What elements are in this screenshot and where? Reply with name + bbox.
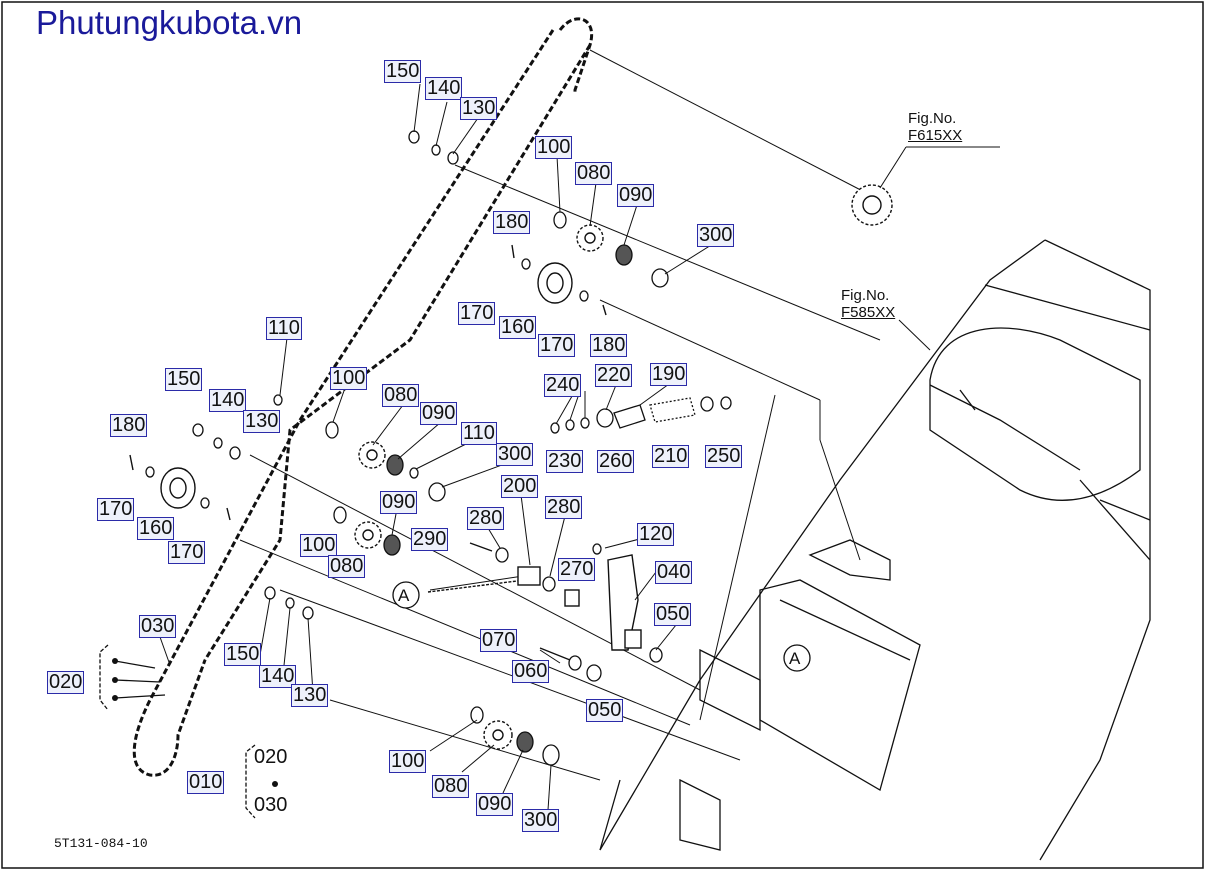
part-callout-190[interactable]: 190 bbox=[650, 363, 688, 386]
drawing-number: 5T131-084-10 bbox=[54, 836, 148, 851]
sprockets bbox=[354, 184, 893, 750]
figure-reference-f585xx[interactable]: Fig.No. F585XX bbox=[841, 287, 895, 321]
part-callout-180[interactable]: 180 bbox=[493, 211, 531, 234]
figure-label: Fig.No. bbox=[841, 287, 890, 304]
shaft-center-lines bbox=[239, 49, 881, 781]
part-callout-150[interactable]: 150 bbox=[165, 368, 203, 391]
figure-number: F585XX bbox=[841, 304, 896, 321]
part-callout-230[interactable]: 230 bbox=[546, 450, 584, 473]
part-callout-090[interactable]: 090 bbox=[380, 491, 418, 514]
part-callout-110[interactable]: 110 bbox=[266, 317, 302, 340]
diagram-border bbox=[1, 1, 1204, 869]
part-callout-040[interactable]: 040 bbox=[655, 561, 693, 584]
part-callout-140[interactable]: 140 bbox=[209, 389, 247, 412]
part-callout-300[interactable]: 300 bbox=[522, 809, 560, 832]
part-callout-170[interactable]: 170 bbox=[97, 498, 135, 521]
part-callout-010[interactable]: 010 bbox=[187, 771, 225, 794]
spring-and-collar bbox=[613, 397, 696, 429]
part-callout-280[interactable]: 280 bbox=[545, 496, 583, 519]
part-callout-090[interactable]: 090 bbox=[476, 793, 514, 816]
part-callout-100[interactable]: 100 bbox=[389, 750, 427, 773]
part-callout-150[interactable]: 150 bbox=[384, 60, 422, 83]
part-callout-100[interactable]: 100 bbox=[330, 367, 368, 390]
part-callout-100[interactable]: 100 bbox=[535, 136, 573, 159]
kit-member-020: 020 bbox=[254, 746, 288, 768]
part-callout-180[interactable]: 180 bbox=[110, 414, 148, 437]
site-watermark: Phutungkubota.vn bbox=[36, 4, 303, 41]
part-callout-090[interactable]: 090 bbox=[617, 184, 655, 207]
part-callout-030[interactable]: 030 bbox=[139, 615, 177, 638]
part-callout-100[interactable]: 100 bbox=[300, 534, 338, 557]
part-callout-300[interactable]: 300 bbox=[697, 224, 735, 247]
part-callout-080[interactable]: 080 bbox=[575, 162, 613, 185]
part-callout-020[interactable]: 020 bbox=[47, 671, 85, 694]
part-callout-130[interactable]: 130 bbox=[243, 410, 281, 433]
idler-rollers bbox=[160, 262, 573, 509]
part-callout-080[interactable]: 080 bbox=[382, 384, 420, 407]
part-callout-050[interactable]: 050 bbox=[586, 699, 624, 722]
part-callout-170[interactable]: 170 bbox=[458, 302, 496, 325]
part-callout-250[interactable]: 250 bbox=[705, 445, 743, 468]
part-callout-280[interactable]: 280 bbox=[467, 507, 505, 530]
kit-brackets bbox=[99, 644, 256, 819]
part-callout-220[interactable]: 220 bbox=[595, 364, 633, 387]
part-callout-080[interactable]: 080 bbox=[432, 775, 470, 798]
part-callout-240[interactable]: 240 bbox=[544, 374, 582, 397]
part-callout-290[interactable]: 290 bbox=[411, 528, 449, 551]
figure-reference-f615xx[interactable]: Fig.No. F615XX bbox=[908, 110, 962, 144]
part-callout-090[interactable]: 090 bbox=[420, 402, 458, 425]
part-callout-160[interactable]: 160 bbox=[499, 316, 537, 339]
kit-member-030: 030 bbox=[254, 794, 288, 816]
machine-frame bbox=[599, 239, 1151, 861]
part-callout-110[interactable]: 110 bbox=[461, 422, 497, 445]
part-callout-170[interactable]: 170 bbox=[538, 334, 576, 357]
part-callout-130[interactable]: 130 bbox=[291, 684, 329, 707]
part-callout-160[interactable]: 160 bbox=[137, 517, 175, 540]
tension-rod bbox=[129, 244, 642, 661]
figure-label: Fig.No. bbox=[908, 110, 957, 127]
ref-circles bbox=[392, 581, 811, 672]
part-callout-120[interactable]: 120 bbox=[637, 523, 675, 546]
part-callout-130[interactable]: 130 bbox=[460, 97, 498, 120]
part-callout-140[interactable]: 140 bbox=[259, 665, 297, 688]
part-callout-150[interactable]: 150 bbox=[224, 643, 262, 666]
part-callout-180[interactable]: 180 bbox=[590, 334, 628, 357]
part-callout-210[interactable]: 210 bbox=[652, 445, 690, 468]
part-callout-050[interactable]: 050 bbox=[654, 603, 692, 626]
figure-number: F615XX bbox=[908, 127, 963, 144]
bearings-and-washers bbox=[145, 130, 732, 766]
part-callout-080[interactable]: 080 bbox=[328, 555, 366, 578]
part-callout-140[interactable]: 140 bbox=[425, 77, 463, 100]
part-callout-070[interactable]: 070 bbox=[480, 629, 518, 652]
part-callout-170[interactable]: 170 bbox=[168, 541, 206, 564]
ref-marker-a-right: A bbox=[789, 649, 801, 668]
drive-chain bbox=[132, 17, 594, 777]
ref-marker-a-left: A bbox=[398, 586, 410, 605]
part-callout-270[interactable]: 270 bbox=[558, 558, 596, 581]
part-callout-060[interactable]: 060 bbox=[512, 660, 550, 683]
leader-lines bbox=[159, 83, 1000, 811]
part-callout-200[interactable]: 200 bbox=[501, 475, 539, 498]
part-callout-260[interactable]: 260 bbox=[597, 450, 635, 473]
part-callout-300[interactable]: 300 bbox=[496, 443, 534, 466]
